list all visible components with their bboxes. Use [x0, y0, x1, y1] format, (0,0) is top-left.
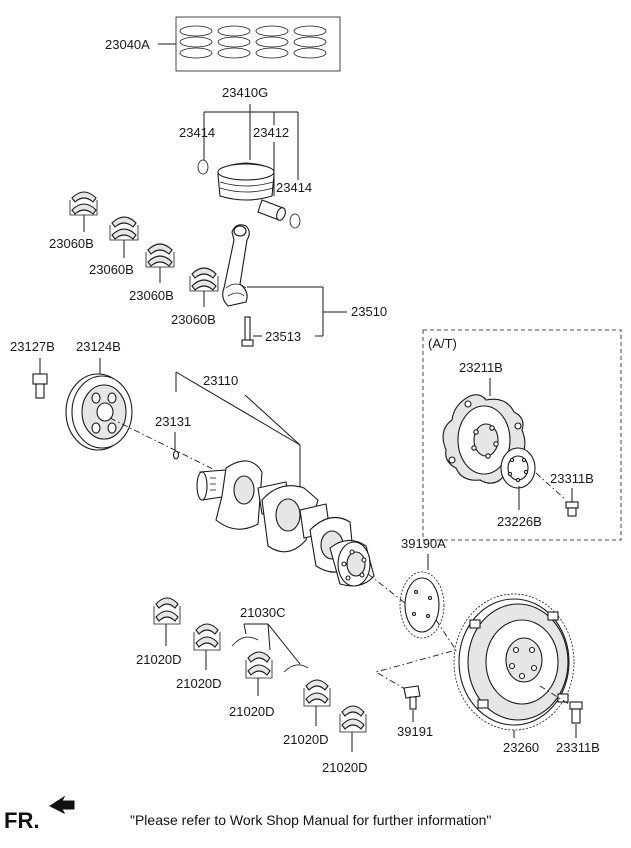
label-21020D-5: 21020D — [322, 760, 368, 775]
label-23226B: 23226B — [497, 514, 542, 529]
label-21020D-2: 21020D — [176, 676, 222, 691]
reluctor-bolt — [403, 685, 421, 710]
label-23211B: 23211B — [459, 360, 503, 375]
main-bearing-4 — [303, 679, 331, 726]
adapter-plate — [500, 447, 536, 489]
label-21020D-3: 21020D — [229, 704, 275, 719]
label-39190A: 39190A — [401, 536, 446, 551]
crankshaft-pulley — [65, 373, 133, 451]
flywheel — [453, 593, 575, 731]
label-23127B: 23127B — [10, 339, 55, 354]
label-23414-top: 23414 — [179, 125, 215, 140]
label-21020D-1: 21020D — [136, 652, 182, 667]
main-bearing-1 — [153, 597, 181, 646]
label-23412: 23412 — [253, 125, 289, 140]
label-23260: 23260 — [503, 740, 539, 755]
snap-ring-right — [289, 213, 301, 229]
conrod-bolt — [241, 316, 254, 347]
label-23513: 23513 — [265, 329, 301, 344]
label-at: (A/T) — [428, 336, 457, 351]
label-21020D-4: 21020D — [283, 732, 329, 747]
main-bearing-3 — [245, 651, 273, 696]
conrod-bearing-2 — [109, 216, 139, 258]
drive-plate-bolt — [565, 501, 579, 517]
label-39191: 39191 — [397, 724, 433, 739]
label-21030C: 21030C — [240, 605, 286, 620]
label-23124B: 23124B — [76, 339, 121, 354]
flywheel-bolt — [569, 701, 583, 724]
pulley-bolt — [32, 373, 48, 399]
label-23311B-at: 23311B — [550, 471, 594, 486]
label-23414-right: 23414 — [276, 180, 312, 195]
label-23060B-4: 23060B — [171, 312, 216, 327]
label-23110: 23110 — [203, 373, 238, 388]
piston-pin — [257, 199, 286, 221]
label-23410G: 23410G — [222, 85, 268, 100]
crankshaft-key — [172, 450, 180, 460]
conrod-bearing-3 — [145, 243, 175, 283]
label-23060B-1: 23060B — [49, 236, 94, 251]
thrust-washers — [231, 636, 309, 673]
main-bearing-5 — [339, 705, 367, 752]
piston — [217, 162, 275, 201]
thrust-bearing-leaders — [243, 623, 301, 665]
crankshaft-leaders — [175, 371, 301, 488]
conrod-bearing-4 — [189, 267, 219, 307]
snap-ring-left — [197, 159, 209, 175]
label-23060B-3: 23060B — [129, 288, 174, 303]
piston-ring-set — [158, 16, 341, 72]
conrod-bearing-1 — [69, 191, 98, 232]
conrod-leaders — [247, 286, 347, 337]
label-23311B-flywheel: 23311B — [556, 740, 600, 755]
main-bearing-2 — [193, 623, 221, 670]
label-23040A: 23040A — [105, 37, 150, 52]
label-23510: 23510 — [351, 304, 387, 319]
front-direction-arrow-icon — [48, 795, 75, 815]
workshop-manual-note: "Please refer to Work Shop Manual for fu… — [130, 812, 492, 828]
crankshaft — [196, 460, 375, 587]
front-indicator: FR. — [4, 808, 40, 833]
label-23131: 23131 — [155, 414, 191, 429]
reluctor-ring — [399, 571, 445, 639]
piston-assembly-leaders — [203, 104, 299, 196]
label-23060B-2: 23060B — [89, 262, 134, 277]
connecting-rod — [222, 224, 250, 307]
